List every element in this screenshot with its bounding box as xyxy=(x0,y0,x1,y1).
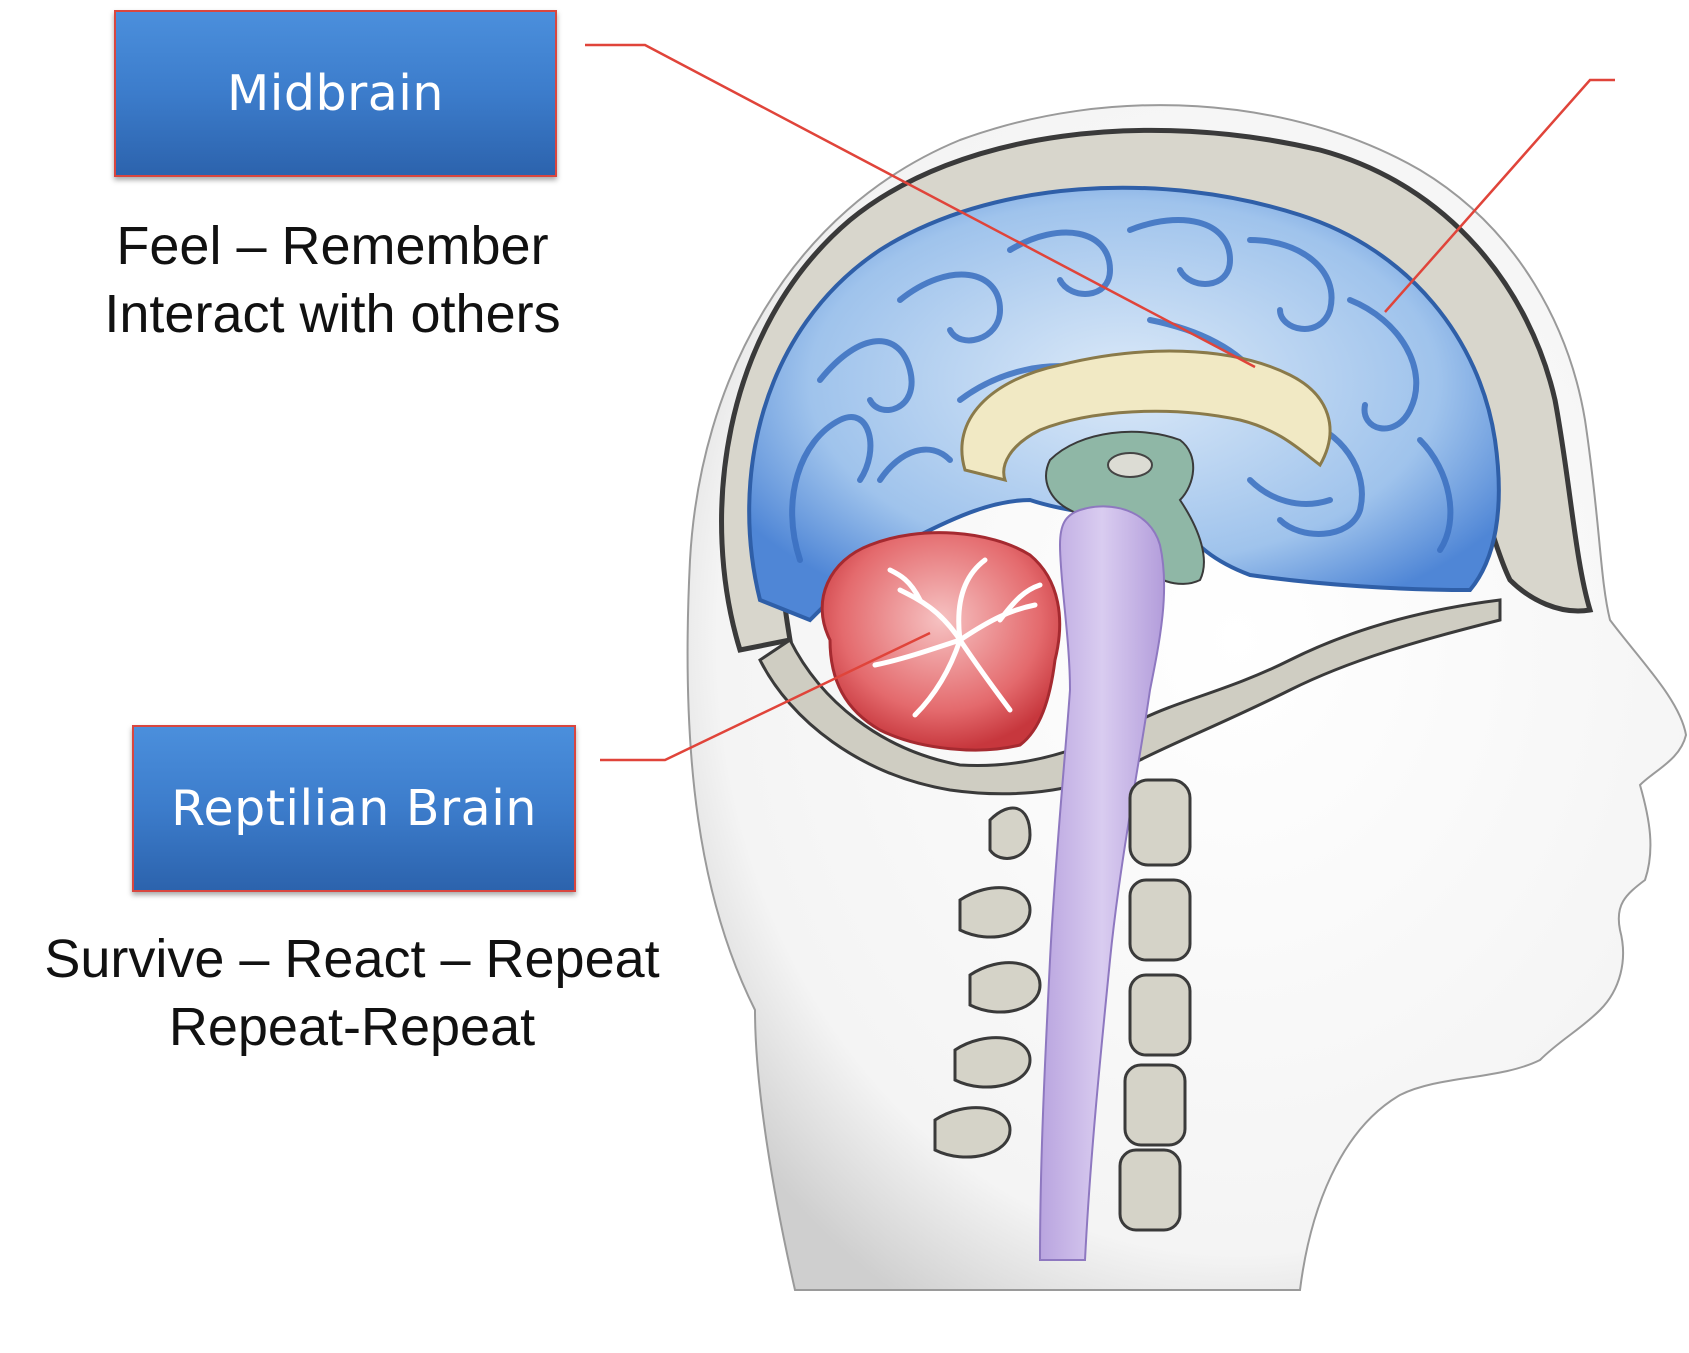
ventricle xyxy=(1108,453,1152,477)
reptilian-brain-label-box: Reptilian Brain xyxy=(132,725,576,892)
reptilian-caption-line: Repeat-Repeat xyxy=(0,993,704,1061)
reptilian-brain-label-title: Reptilian Brain xyxy=(171,780,537,837)
reptilian-caption-line: Survive – React – Repeat xyxy=(0,925,704,993)
midbrain-caption: Feel – Remember Interact with others xyxy=(40,212,625,348)
midbrain-label-title: Midbrain xyxy=(227,65,444,122)
midbrain-label-box: Midbrain xyxy=(114,10,557,177)
reptilian-brain-caption: Survive – React – Repeat Repeat-Repeat xyxy=(0,925,704,1061)
midbrain-caption-line: Interact with others xyxy=(40,280,625,348)
midbrain-caption-line: Feel – Remember xyxy=(40,212,625,280)
